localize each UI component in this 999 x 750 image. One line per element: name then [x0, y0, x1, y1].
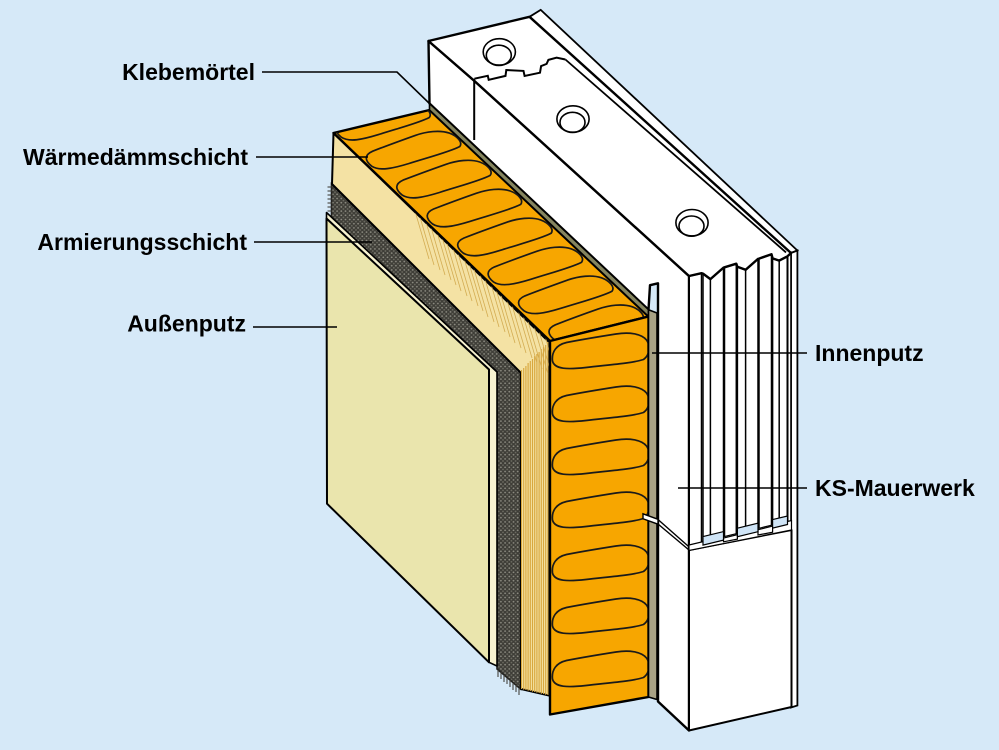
svg-text:Klebemörtel: Klebemörtel — [122, 59, 255, 85]
svg-text:KS-Mauerwerk: KS-Mauerwerk — [815, 475, 975, 501]
svg-text:Wärmedämmschicht: Wärmedämmschicht — [23, 144, 248, 170]
svg-text:Innenputz: Innenputz — [815, 340, 924, 366]
svg-text:Außenputz: Außenputz — [127, 311, 246, 337]
svg-text:Armierungsschicht: Armierungsschicht — [37, 229, 247, 255]
